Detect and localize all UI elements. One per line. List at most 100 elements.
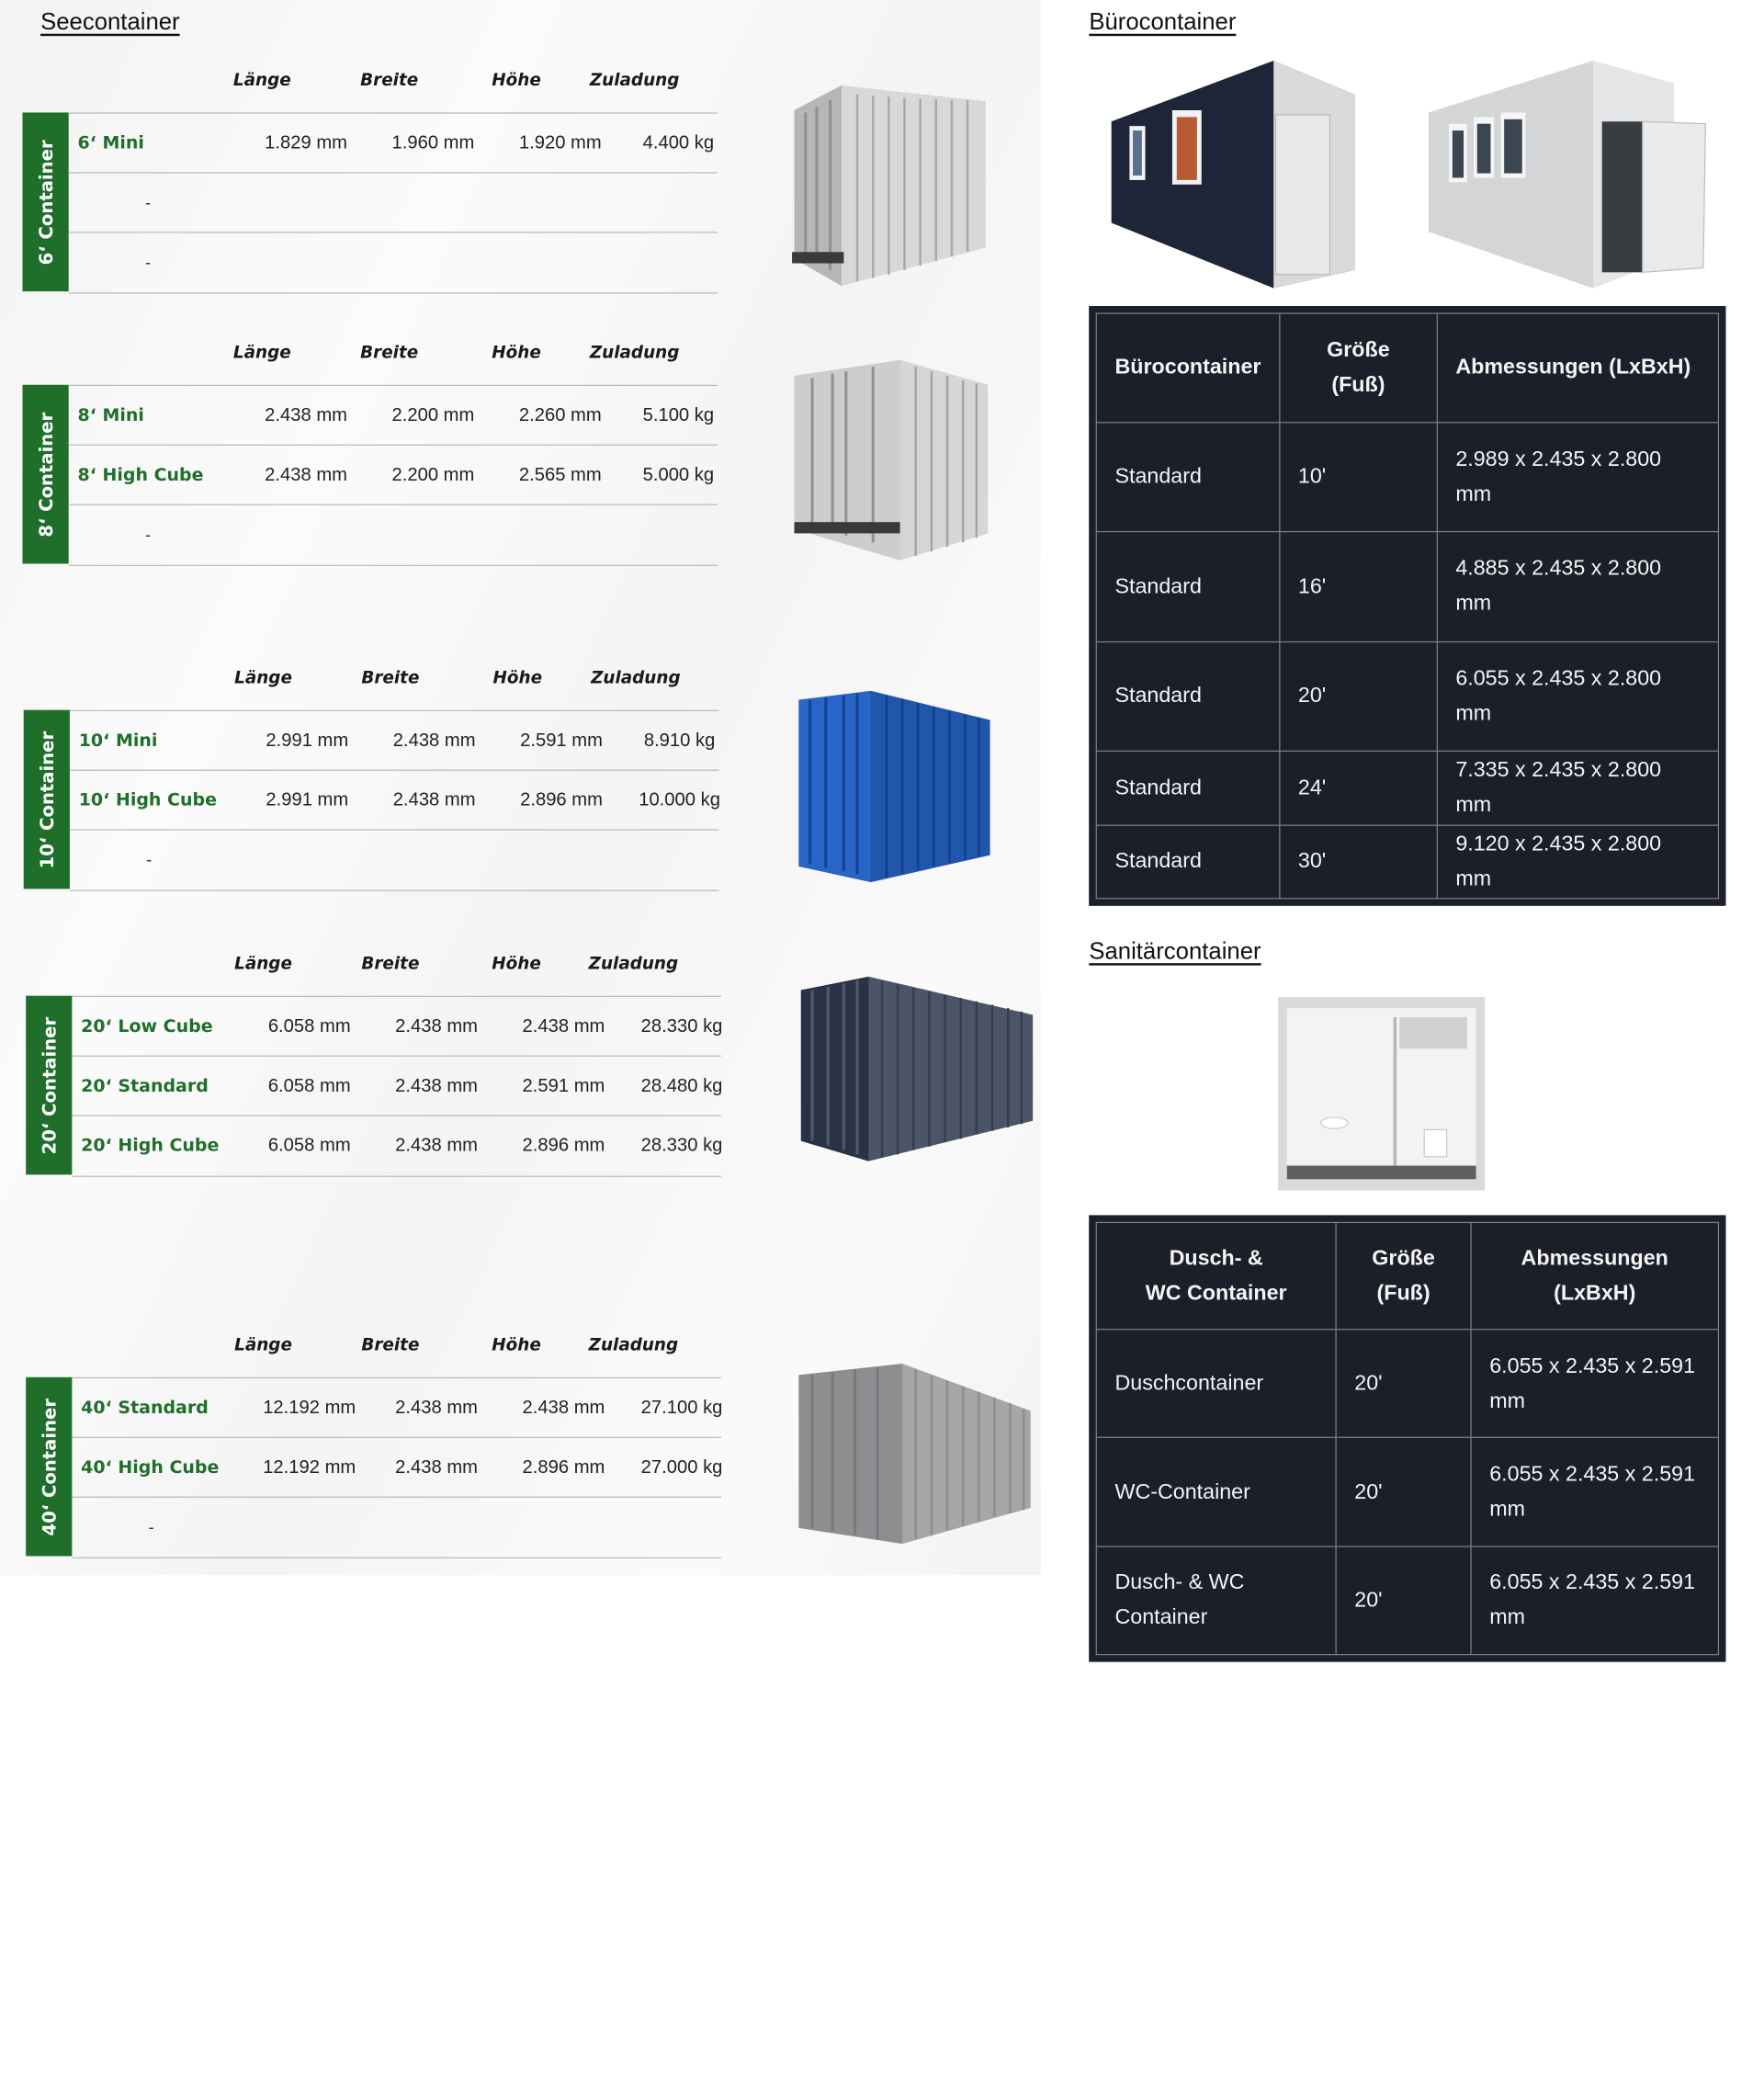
column-header: Breite (360, 69, 419, 90)
cell-laenge: 6.058 mm (267, 1135, 351, 1156)
cell-laenge: 1.829 mm (265, 132, 347, 153)
cell-hoehe: 2.565 mm (518, 464, 602, 485)
table-cell: 30' (1279, 824, 1438, 900)
table-header-cell: Größe (Fuß) (1279, 312, 1438, 423)
group-sidebar-label: 40‘ Container (26, 1376, 73, 1557)
buerocontainer-light-image (1429, 61, 1706, 289)
container-6ft-image (792, 85, 986, 287)
cell-breite: 1.960 mm (391, 132, 475, 153)
table-cell: 24' (1279, 751, 1438, 826)
group-sidebar-label: 20‘ Container (26, 995, 73, 1175)
empty-row-dash: - (146, 850, 153, 870)
column-header: Höhe (492, 667, 543, 688)
buerocontainer-title: Bürocontainer (1089, 8, 1237, 35)
table-cell: 7.335 x 2.435 x 2.800 mm (1436, 751, 1720, 826)
column-header: Höhe (492, 342, 541, 363)
group-sidebar-label: 10‘ Container (23, 709, 70, 889)
column-header: Zuladung (588, 1334, 679, 1355)
cell-breite: 2.200 mm (391, 464, 475, 485)
table-cell: Standard (1095, 640, 1281, 753)
column-header: Zuladung (589, 69, 680, 90)
column-header: Zuladung (591, 667, 681, 688)
cell-laenge: 2.438 mm (265, 404, 347, 425)
cell-zuladung: 28.330 kg (640, 1135, 723, 1156)
seecontainer-group: Länge Breite Höhe Zuladung 20‘ Container 20‘ … (26, 953, 723, 1178)
cell-laenge: 6.058 mm (267, 1015, 351, 1036)
column-header: Länge (234, 953, 292, 974)
table-cell: Standard (1095, 421, 1281, 533)
table-row: - (68, 172, 718, 232)
group-label-text: 6‘ Container (34, 139, 57, 265)
column-header: Zuladung (588, 953, 679, 974)
column-header: Länge (232, 69, 291, 90)
cell-breite: 2.438 mm (392, 789, 476, 810)
column-header: Höhe (492, 1334, 541, 1355)
container-name: 8‘ High Cube (77, 464, 204, 485)
container-20ft-image (800, 976, 1034, 1161)
container-name: 10‘ High Cube (78, 789, 217, 810)
cell-hoehe: 2.438 mm (522, 1015, 605, 1036)
cell-zuladung: 27.000 kg (640, 1456, 723, 1478)
table-header-cell: Dusch- & WC Container (1095, 1221, 1337, 1331)
column-header: Breite (361, 953, 420, 974)
table-cell: WC-Container (1095, 1437, 1337, 1547)
column-header: Länge (234, 1334, 292, 1355)
table-cell: 20' (1335, 1329, 1472, 1439)
table-cell: Standard (1095, 824, 1281, 900)
table-cell: 9.120 x 2.435 x 2.800 mm (1436, 824, 1720, 900)
cell-zuladung: 8.910 kg (643, 730, 716, 751)
column-header: Breite (361, 667, 420, 688)
cell-breite: 2.438 mm (395, 1397, 479, 1418)
table-header-cell: Abmessungen (LxBxH) (1470, 1221, 1720, 1331)
cell-zuladung: 28.480 kg (640, 1075, 723, 1096)
table-row: - (69, 829, 719, 891)
table-cell: 2.989 x 2.435 x 2.800 mm (1436, 421, 1720, 533)
column-header: Höhe (492, 953, 541, 974)
seecontainer-title: Seecontainer (40, 8, 180, 35)
group-label-text: 8‘ Container (34, 412, 57, 538)
container-10ft-image (798, 690, 990, 883)
cell-laenge: 2.438 mm (265, 464, 347, 485)
table-cell: Dusch- & WC Container (1095, 1546, 1337, 1656)
container-name: 20‘ High Cube (81, 1135, 220, 1156)
cell-laenge: 12.192 mm (263, 1456, 356, 1478)
table-row: - (68, 232, 718, 294)
container-name: 20‘ Standard (81, 1075, 209, 1096)
container-name: 20‘ Low Cube (81, 1015, 213, 1036)
cell-hoehe: 2.896 mm (522, 1135, 605, 1156)
table-cell: 20' (1335, 1546, 1472, 1656)
cell-breite: 2.200 mm (391, 404, 475, 425)
column-header: Höhe (492, 69, 541, 90)
column-header: Zuladung (589, 342, 680, 363)
cell-zuladung: 5.100 kg (642, 404, 715, 425)
cell-hoehe: 2.896 mm (522, 1456, 605, 1478)
table-cell: 6.055 x 2.435 x 2.591 mm (1470, 1329, 1720, 1439)
sanitaercontainer-title: Sanitärcontainer (1089, 938, 1261, 965)
table-cell: Standard (1095, 751, 1281, 826)
group-label-text: 20‘ Container (38, 1016, 60, 1154)
container-40ft-image (798, 1364, 1031, 1545)
cell-hoehe: 1.920 mm (518, 132, 602, 153)
table-cell: 20' (1279, 640, 1438, 753)
table-cell: Duschcontainer (1095, 1329, 1337, 1439)
empty-row-dash: - (144, 253, 152, 273)
cell-laenge: 2.991 mm (266, 730, 349, 751)
